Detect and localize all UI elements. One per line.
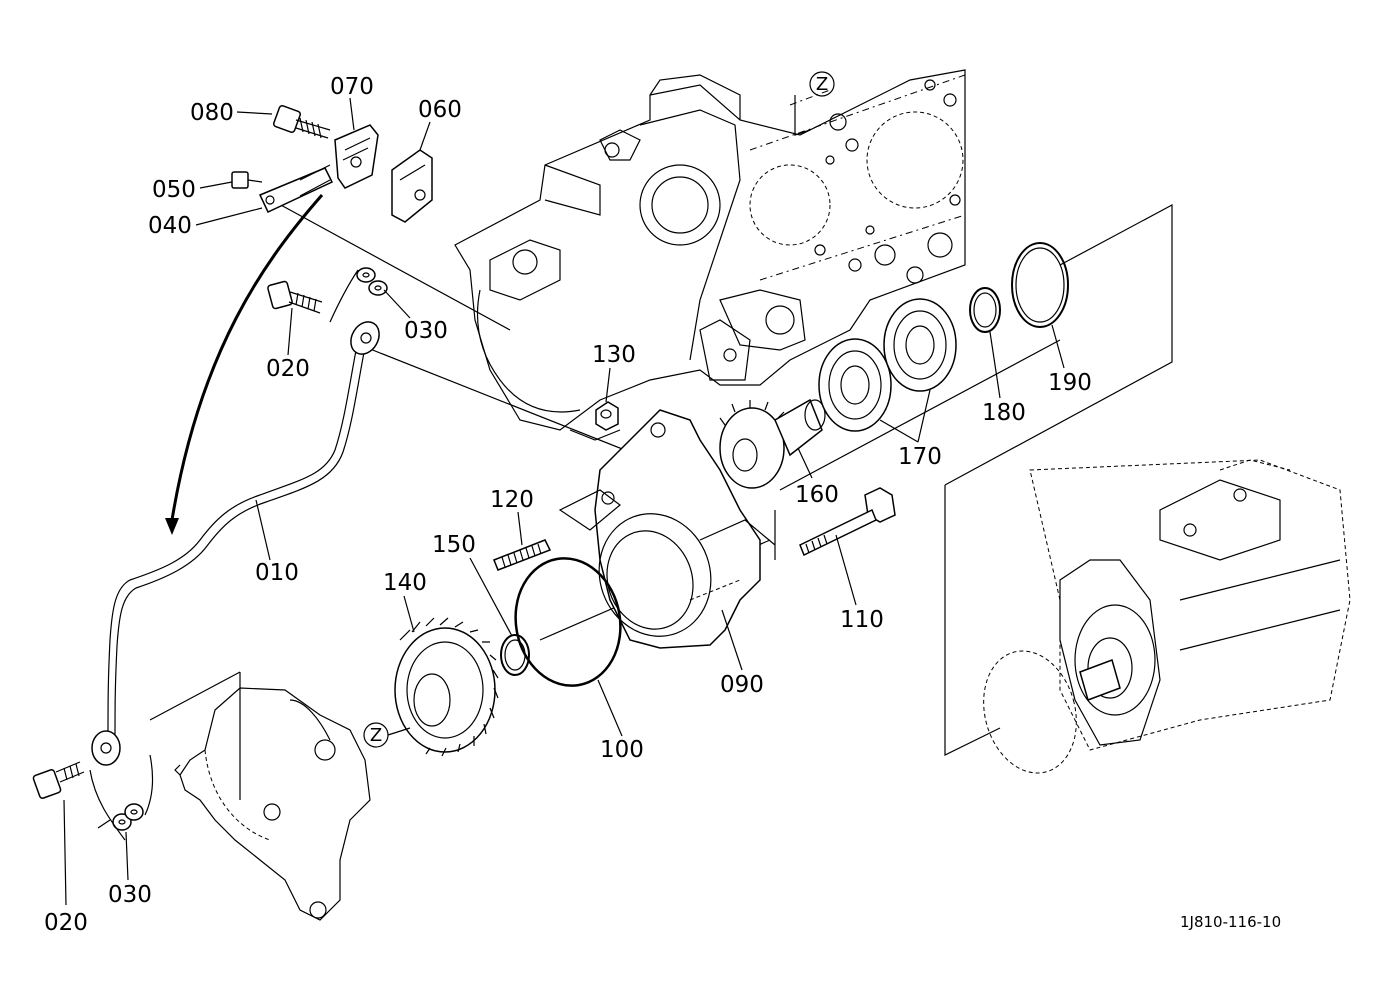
view-marker-upper-text: Z [816,74,828,95]
label-100: 100 [600,737,644,763]
label-190: 190 [1048,370,1092,396]
label-010: 010 [255,560,299,586]
label-030-upper: 030 [404,318,448,344]
label-030-lower: 030 [108,882,152,908]
drawing-reference-code: 1J810-116-10 [1180,913,1281,931]
label-180: 180 [982,400,1026,426]
view-marker-upper: Z [794,71,835,136]
snap-ring-large [1011,242,1069,328]
label-070: 070 [330,74,374,100]
washer-030-upper [329,267,388,323]
bracket-group [231,104,433,223]
snap-ring-small [969,287,1001,333]
view-marker-lower: Z [363,722,411,748]
label-140: 140 [383,570,427,596]
hydraulic-pump-inset [944,203,1351,774]
bolt-020-lower [32,761,85,799]
pinion-shaft [719,398,826,489]
stud-bolt [493,539,552,571]
label-080: 080 [190,100,234,126]
label-090: 090 [720,672,764,698]
hex-nut [595,401,619,431]
label-130: 130 [592,342,636,368]
label-110: 110 [840,607,884,633]
oil-pipe [91,194,380,766]
bolt-020-upper [267,280,323,314]
label-020-lower: 020 [44,910,88,936]
washer-030-lower [89,754,154,841]
o-ring [514,557,622,687]
snap-ring [500,634,530,676]
label-060: 060 [418,97,462,123]
drive-gear [394,617,499,757]
pump-housing [558,409,776,649]
label-120: 120 [490,487,534,513]
label-170: 170 [898,444,942,470]
bearing-inner [818,338,892,432]
label-150: 150 [432,532,476,558]
engine-block [454,69,966,431]
label-020-upper: 020 [266,356,310,382]
long-bolt [799,487,896,557]
view-marker-lower-text: Z [370,725,382,746]
label-160: 160 [795,482,839,508]
label-050: 050 [152,177,196,203]
part-labels: 080 070 060 050 040 030 020 010 130 120 … [44,74,1092,936]
label-040: 040 [148,213,192,239]
bearing-outer [883,298,957,392]
gear-case [174,687,371,921]
